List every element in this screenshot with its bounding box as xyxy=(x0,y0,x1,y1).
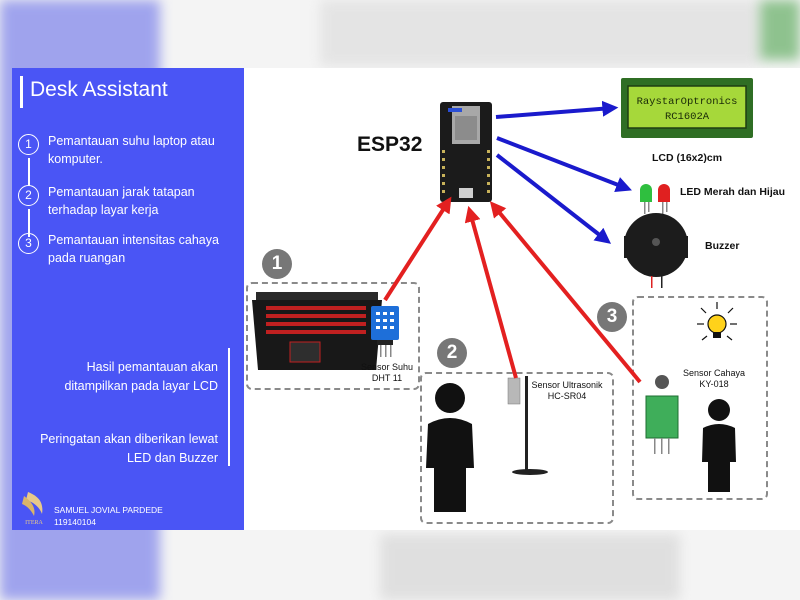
background-fragment-bottom xyxy=(380,534,680,600)
ky018-light-sensor xyxy=(645,375,679,454)
lcd-label: LCD (16x2)cm xyxy=(652,152,723,164)
buzzer-label: Buzzer xyxy=(705,240,740,252)
title-bar-accent xyxy=(20,76,23,108)
lcd-screen-line2: RC1602A xyxy=(665,111,710,123)
sensor-label-cahaya: Sensor Cahaya KY-018 xyxy=(676,368,752,390)
led-pair xyxy=(640,184,670,214)
group-box-3 xyxy=(632,296,768,500)
panel-title: Desk Assistant xyxy=(30,78,168,101)
laptop xyxy=(252,292,382,370)
notes-accent-bar xyxy=(228,348,230,466)
light-bulb xyxy=(697,302,737,341)
info-panel: Desk Assistant 1 Pemantauan suhu laptop … xyxy=(12,68,244,530)
person-silhouette-2 xyxy=(426,383,474,512)
dht11-sensor xyxy=(371,306,399,357)
esp32-board xyxy=(440,102,492,202)
group-number-3: 3 xyxy=(597,302,627,332)
led-label: LED Merah dan Hijau xyxy=(680,186,786,198)
sensor-model: KY-018 xyxy=(699,379,729,389)
note-led-buzzer: Peringatan akan diberikan lewat LED dan … xyxy=(40,432,218,465)
author-id: 119140104 xyxy=(54,517,96,527)
input-arrows xyxy=(383,196,642,384)
step-number: 2 xyxy=(18,185,39,206)
lcd-module: RaystarOptronics RC1602A xyxy=(621,78,753,138)
background-fragment-right xyxy=(760,0,800,60)
itera-logo: ITERA xyxy=(22,492,43,526)
logo-text: ITERA xyxy=(25,520,43,526)
step-connector-line xyxy=(28,209,30,237)
person-silhouette-3 xyxy=(702,399,736,492)
step-number: 1 xyxy=(18,134,39,155)
lcd-screen-line1: RaystarOptronics xyxy=(637,96,738,108)
buzzer xyxy=(624,213,688,288)
background-fragment-top xyxy=(320,0,760,66)
step-text: Pemantauan jarak tatapan terhadap layar … xyxy=(48,185,195,217)
ultrasonic-sensor-stand xyxy=(507,376,548,475)
step-number: 3 xyxy=(18,233,39,254)
group-box-1 xyxy=(246,282,420,390)
sensor-model: HC-SR04 xyxy=(547,391,587,401)
esp32-label: ESP32 xyxy=(357,133,423,156)
note-lcd: Hasil pemantauan akan ditampilkan pada l… xyxy=(64,360,218,393)
sensor-name: Sensor Suhu xyxy=(360,362,414,372)
sensor-name: Sensor Cahaya xyxy=(682,368,746,378)
sensor-label-suhu: Sensor Suhu DHT 11 xyxy=(352,362,422,384)
step-connector-line xyxy=(28,158,30,186)
sensor-label-ultrasonik: Sensor Ultrasonik HC-SR04 xyxy=(522,380,612,402)
group-number-2: 2 xyxy=(437,338,467,368)
step-text: Pemantauan suhu laptop atau komputer. xyxy=(48,134,215,166)
output-arrows xyxy=(495,100,632,244)
group-number-1: 1 xyxy=(262,249,292,279)
author-name: SAMUEL JOVIAL PARDEDE xyxy=(54,505,163,515)
step-text: Pemantauan intensitas cahaya pada ruanga… xyxy=(48,233,219,265)
sensor-model: DHT 11 xyxy=(371,373,403,383)
sensor-name: Sensor Ultrasonik xyxy=(531,380,603,390)
group-box-2 xyxy=(420,372,614,524)
